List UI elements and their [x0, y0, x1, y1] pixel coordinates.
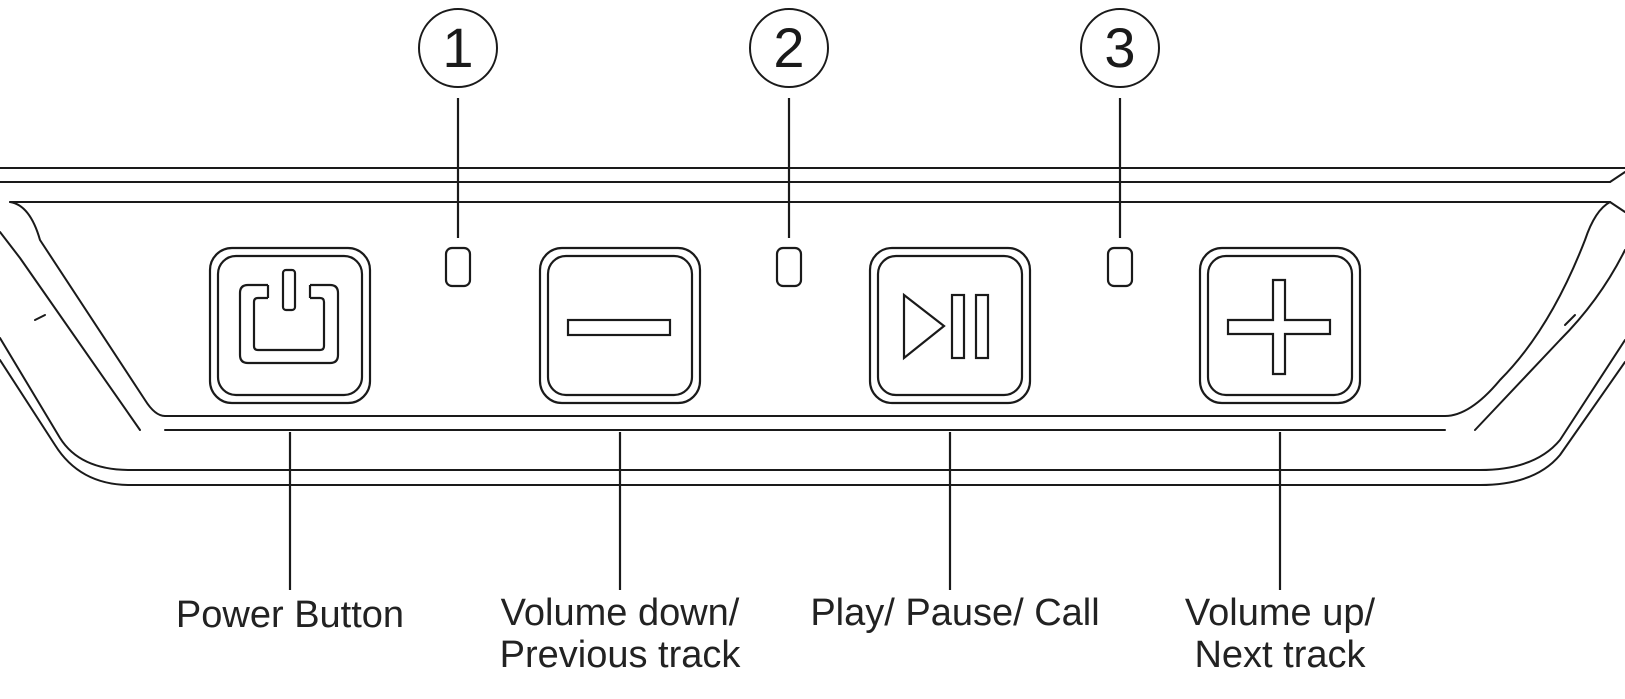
- power-button-label-line1: Power Button: [175, 594, 405, 636]
- indicator-number-1: 1: [418, 8, 498, 88]
- power-icon: [238, 268, 340, 365]
- volume-up-label-line1: Volume up/: [1184, 592, 1376, 634]
- volume-down-label-line1: Volume down/: [500, 592, 740, 634]
- volume-down-button[interactable]: [538, 246, 702, 405]
- volume-up-label-line2: Next track: [1194, 634, 1366, 676]
- power-button[interactable]: [208, 246, 372, 405]
- play-pause-label-line1: Play/ Pause/ Call: [810, 592, 1100, 634]
- power-button-label: Power Button: [140, 594, 440, 636]
- play-pause-button[interactable]: [868, 246, 1032, 405]
- indicator-led-3: [1106, 246, 1134, 288]
- indicator-number-2: 2: [749, 8, 829, 88]
- indicator-led-2: [775, 246, 803, 288]
- plus-icon: [1226, 278, 1332, 376]
- play-pause-icon: [902, 292, 990, 361]
- volume-up-button[interactable]: [1198, 246, 1362, 405]
- volume-down-label-line2: Previous track: [499, 634, 741, 676]
- minus-icon: [566, 318, 672, 337]
- volume-up-label: Volume up/ Next track: [1130, 592, 1430, 676]
- indicator-number-3: 3: [1080, 8, 1160, 88]
- volume-down-label: Volume down/ Previous track: [470, 592, 770, 676]
- play-pause-label: Play/ Pause/ Call: [790, 592, 1120, 634]
- indicator-led-1: [444, 246, 472, 288]
